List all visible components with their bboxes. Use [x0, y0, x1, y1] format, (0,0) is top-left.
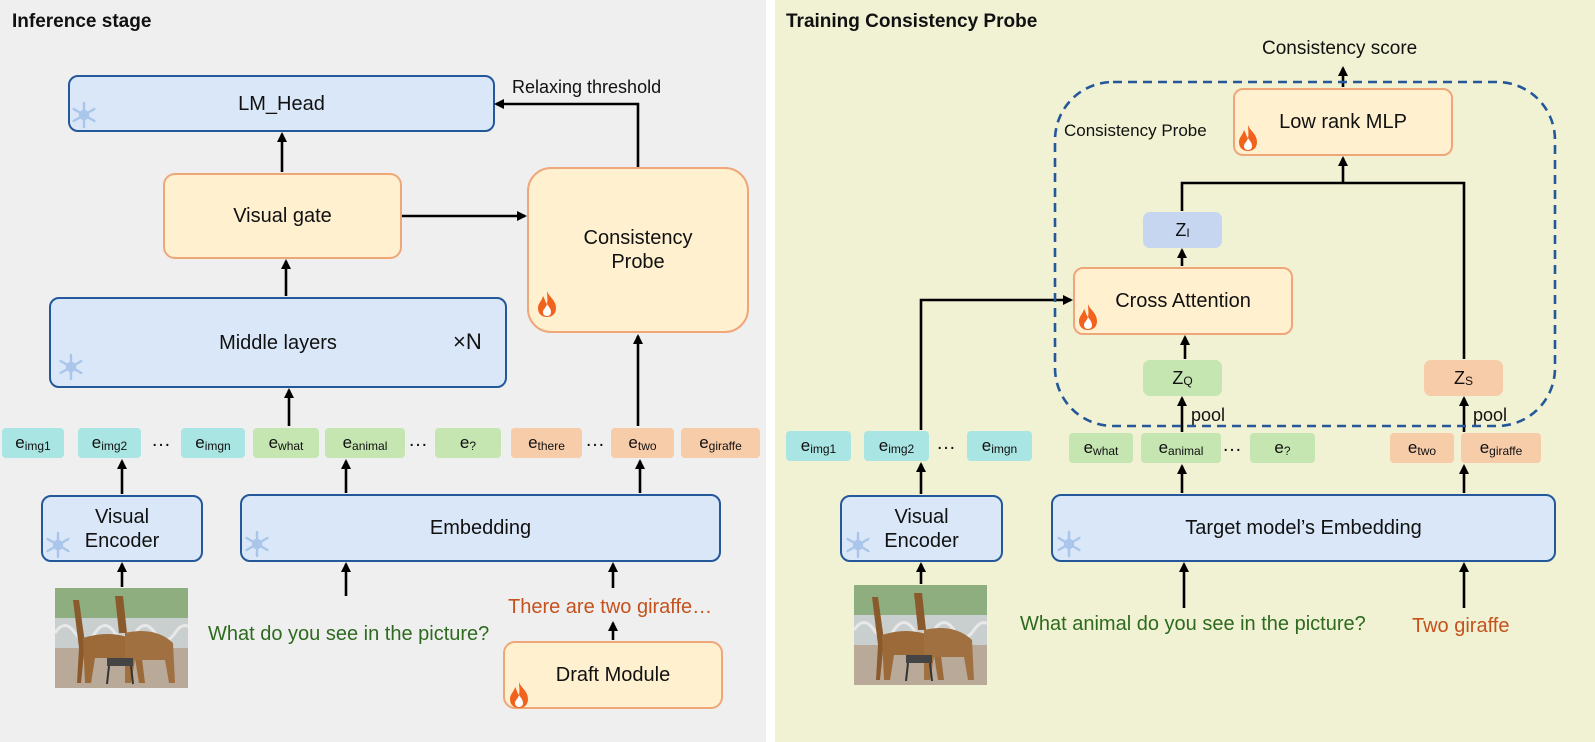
cross-attention-box: Cross Attention: [1073, 267, 1293, 335]
visual-gate-box: Visual gate: [163, 173, 402, 259]
snowflake-icon: [846, 531, 870, 559]
inference-title: Inference stage: [12, 11, 152, 32]
question-text-right: What animal do you see in the picture?: [1020, 613, 1366, 635]
snowflake-icon: [1057, 530, 1081, 558]
snowflake-icon: [245, 530, 269, 558]
relaxing-threshold-label: Relaxing threshold: [512, 77, 662, 97]
middle-layers-box: Middle layers: [49, 297, 507, 388]
visual-encoder-label-2-right: Encoder: [884, 529, 959, 552]
token-question-mark: e?: [435, 428, 501, 458]
middle-layers-label: Middle layers: [219, 331, 337, 354]
question-text-left: What do you see in the picture?: [208, 623, 490, 645]
pool-label-s: pool: [1473, 405, 1508, 425]
pool-label-q: pool: [1191, 405, 1226, 425]
flame-icon: [1239, 125, 1257, 151]
training-title: Training Consistency Probe: [786, 11, 1038, 32]
cross-attention-label: Cross Attention: [1115, 290, 1251, 312]
low-rank-mlp-label: Low rank MLP: [1279, 111, 1407, 133]
consistency-probe-label-2: Probe: [611, 251, 665, 273]
visual-encoder-label-1-right: Visual: [894, 505, 949, 528]
ellipsis-draft: …: [585, 429, 606, 451]
snowflake-icon: [72, 101, 96, 129]
consistency-score-label: Consistency score: [1262, 38, 1418, 59]
visual-gate-label: Visual gate: [233, 205, 332, 227]
low-rank-mlp-box: Low rank MLP: [1233, 88, 1453, 156]
target-embedding-label: Target model’s Embedding: [1185, 517, 1422, 539]
flame-icon: [1079, 304, 1097, 330]
consistency-probe-group-label: Consistency Probe: [1064, 121, 1207, 140]
ellipsis-images: …: [151, 429, 172, 451]
embedding-label: Embedding: [429, 517, 532, 539]
snowflake-icon: [59, 353, 83, 381]
ellipsis-images-right: …: [936, 432, 957, 454]
consistency-probe-label-1: Consistency: [583, 227, 693, 249]
visual-encoder-label-1: Visual: [94, 505, 150, 528]
lm-head-box: LM_Head: [68, 75, 495, 132]
token-question-mark-right: e?: [1250, 433, 1315, 463]
answer-text: Two giraffe: [1412, 615, 1510, 637]
consistency-probe-box: Consistency Probe: [527, 167, 749, 333]
draft-module-label: Draft Module: [555, 664, 671, 686]
times-n-label: ×N: [453, 329, 482, 354]
ellipsis-question: …: [408, 429, 429, 451]
target-embedding-box: Target model’s Embedding: [1051, 494, 1556, 562]
draft-text: There are two giraffe…: [508, 596, 713, 618]
embedding-box-left: Embedding: [240, 494, 721, 562]
giraffe-image-left: [55, 588, 188, 688]
ellipsis-question-right: …: [1222, 434, 1243, 456]
draft-module-box: Draft Module: [503, 641, 723, 709]
flame-icon: [510, 682, 528, 708]
flame-icon: [538, 291, 556, 317]
visual-encoder-box-left: Visual Encoder: [41, 495, 203, 562]
lm-head-label: LM_Head: [238, 92, 325, 115]
visual-encoder-label-2: Encoder: [84, 529, 160, 552]
snowflake-icon: [46, 531, 70, 559]
giraffe-image-right: [854, 585, 987, 685]
